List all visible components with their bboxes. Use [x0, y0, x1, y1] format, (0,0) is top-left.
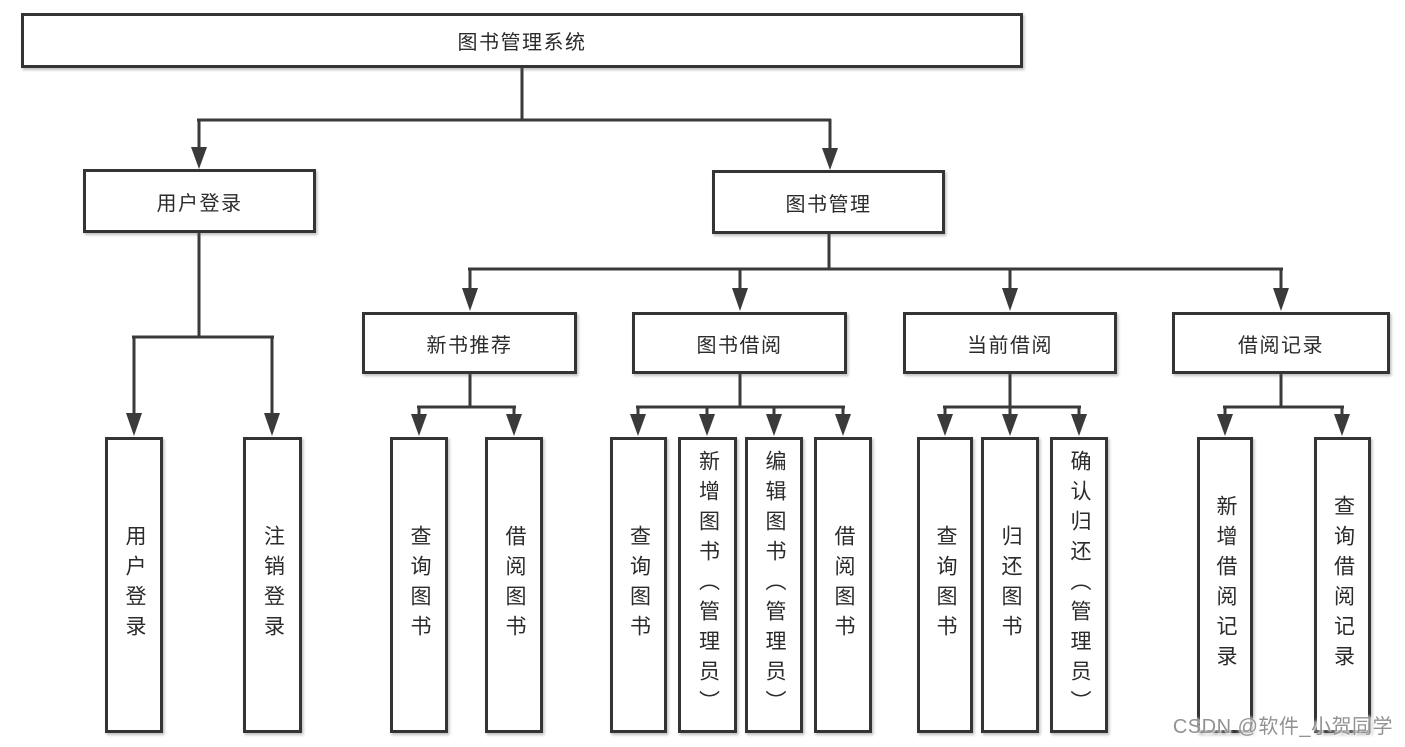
- connector-book-management-to-level2: [468, 234, 1283, 291]
- leaf-query-books-recommend: 查询图书: [390, 437, 448, 733]
- watermark: CSDN @软件_小贺同学: [1172, 716, 1393, 738]
- leaf-user-login: 用户登录: [105, 437, 163, 733]
- node-user-login: 用户登录: [83, 169, 316, 233]
- connector-book-borrowing-to-leaves: [636, 374, 845, 416]
- connector-root-to-level1: [197, 68, 832, 150]
- leaf-query-borrow-record: 查询借阅记录: [1314, 437, 1371, 733]
- leaf-return-books: 归还图书: [981, 437, 1039, 733]
- leaf-borrow-books: 借阅图书: [814, 437, 872, 733]
- node-new-book-recommend: 新书推荐: [362, 312, 577, 374]
- connector-user-login-to-leaves: [132, 233, 274, 416]
- connector-borrowing-records-to-leaves: [1223, 374, 1344, 416]
- leaf-logout: 注销登录: [243, 437, 302, 733]
- node-book-management: 图书管理: [712, 170, 945, 234]
- leaf-add-book-admin: 新增图书（管理员）: [678, 437, 737, 733]
- node-borrowing-records: 借阅记录: [1172, 312, 1390, 374]
- node-book-borrowing: 图书借阅: [632, 312, 847, 374]
- leaf-edit-book-admin: 编辑图书（管理员）: [745, 437, 803, 733]
- leaf-query-books-borrowing: 查询图书: [610, 437, 667, 733]
- leaf-confirm-return-admin: 确认归还（管理员）: [1050, 437, 1108, 733]
- connector-new-book-recommend-to-leaves: [417, 374, 516, 416]
- leaf-add-borrow-record: 新增借阅记录: [1197, 437, 1253, 733]
- leaf-borrow-books-recommend: 借阅图书: [485, 437, 543, 733]
- arrowheads: [126, 147, 1350, 436]
- node-current-borrowing: 当前借阅: [903, 312, 1117, 374]
- node-book-management-system: 图书管理系统: [21, 13, 1023, 68]
- leaf-query-books-current: 查询图书: [917, 437, 973, 733]
- connector-current-borrowing-to-leaves: [943, 374, 1081, 416]
